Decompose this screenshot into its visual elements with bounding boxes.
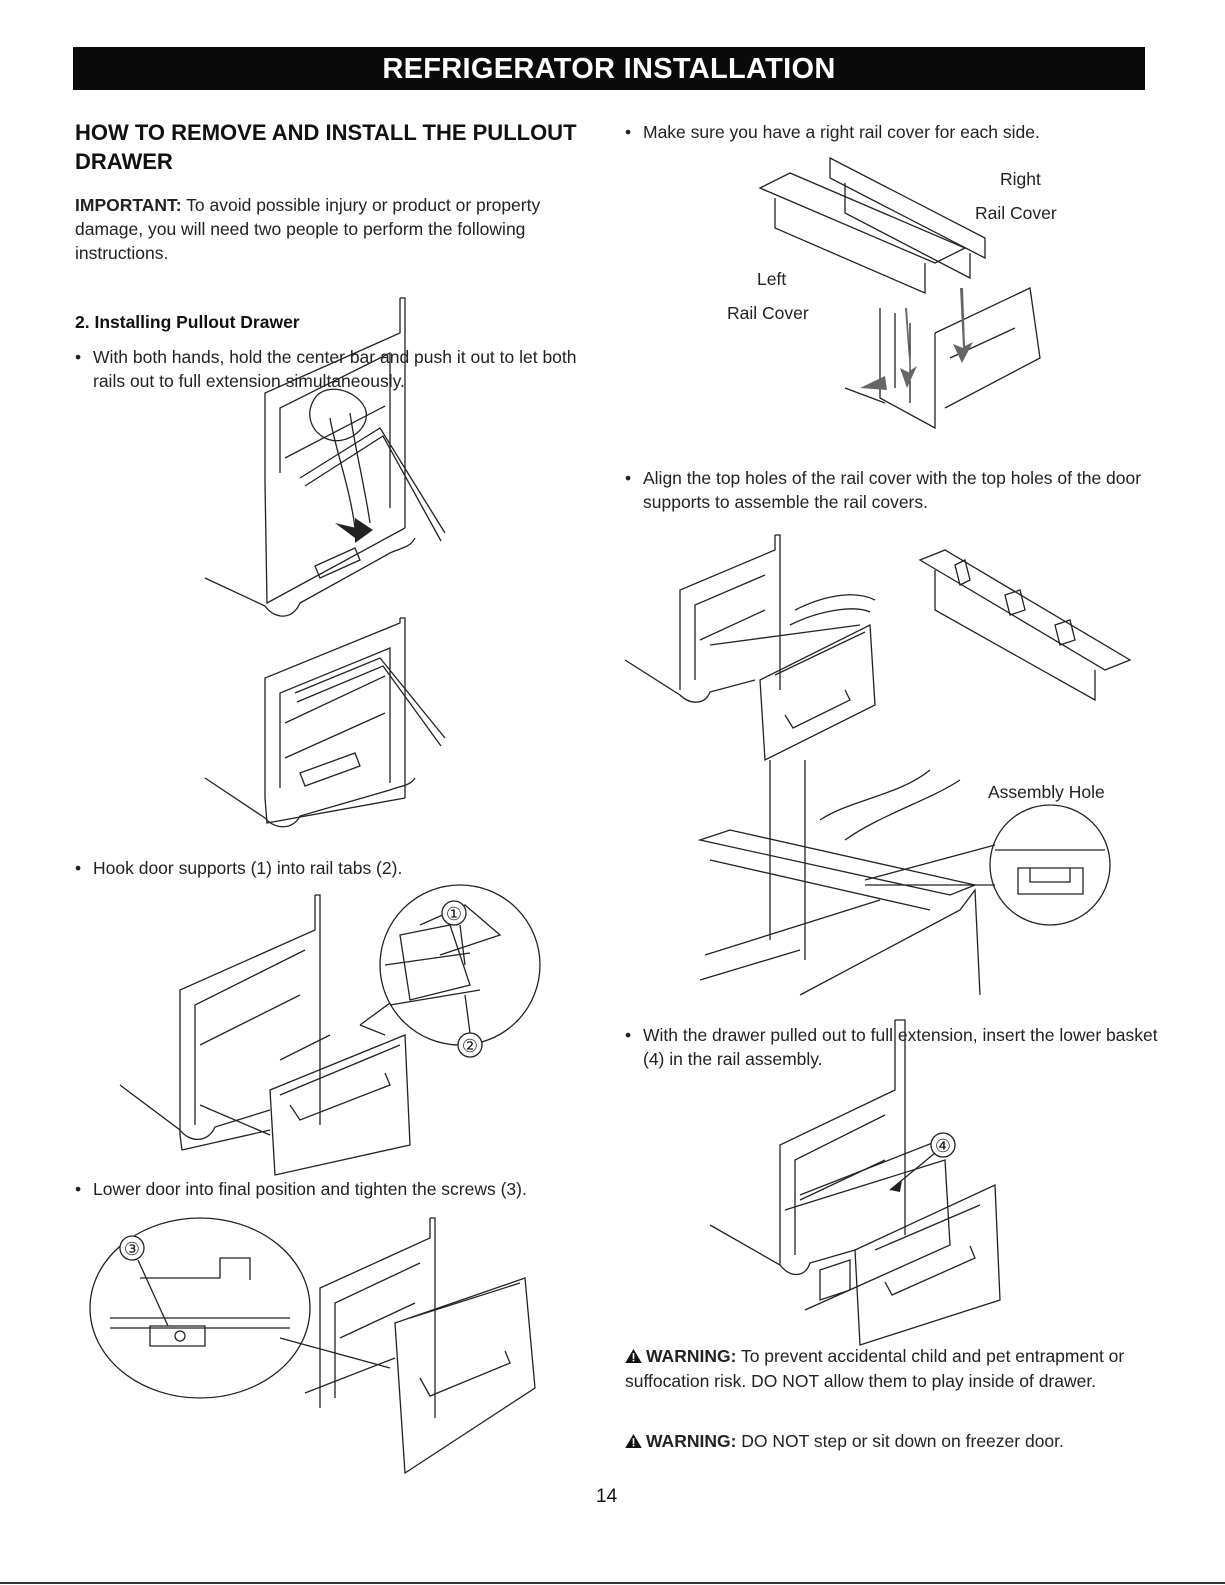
figure-hook-door-supports: ① ② <box>120 895 550 1185</box>
figure-rails-extended <box>205 618 465 848</box>
warning-label: WARNING: <box>646 1431 737 1451</box>
page-number: 14 <box>596 1486 618 1507</box>
warning-step: WARNING: DO NOT step or sit down on free… <box>625 1429 1145 1454</box>
bullet-extend-rails: With both hands, hold the center bar and… <box>75 345 603 393</box>
warning-entrapment: WARNING: To prevent accidental child and… <box>625 1344 1145 1394</box>
warning-text: DO NOT step or sit down on freezer door. <box>741 1431 1064 1451</box>
bullet-align-holes: Align the top holes of the rail cover wi… <box>625 466 1158 514</box>
warning-triangle-icon <box>625 1434 642 1448</box>
warning-text: To prevent accidental child and pet entr… <box>625 1346 1125 1391</box>
figure-assembly-hole <box>700 760 1120 1000</box>
important-label: IMPORTANT: <box>75 195 182 215</box>
page-banner: REFRIGERATOR INSTALLATION <box>73 47 1145 90</box>
bullet-lower-door: Lower door into final position and tight… <box>75 1177 613 1201</box>
warning-label: WARNING: <box>646 1346 737 1366</box>
bottom-rule <box>0 1582 1225 1584</box>
callout-2: ② <box>462 1036 478 1056</box>
figure-lower-basket: ④ <box>710 1020 1005 1350</box>
figure-align-rail-cover <box>625 530 1145 765</box>
warning-triangle-icon <box>625 1349 642 1363</box>
figure-rail-covers <box>745 158 1045 443</box>
label-left-2: Rail Cover <box>727 303 809 323</box>
label-assembly-hole: Assembly Hole <box>988 782 1105 802</box>
figure-tighten-screws: ③ <box>110 1218 550 1483</box>
label-left-1: Left <box>757 269 787 289</box>
callout-4: ④ <box>935 1136 951 1156</box>
bullet-insert-basket: With the drawer pulled out to full exten… <box>625 1023 1158 1071</box>
callout-3: ③ <box>124 1239 140 1259</box>
label-right-2: Rail Cover <box>975 203 1057 223</box>
figure-pull-center-bar <box>205 298 465 628</box>
section-heading: HOW TO REMOVE AND INSTALL THE PULLOUT DR… <box>75 120 577 174</box>
label-right-1: Right <box>1000 169 1041 189</box>
bullet-right-rail-cover: Make sure you have a right rail cover fo… <box>625 120 1163 144</box>
step-title: 2. Installing Pullout Drawer <box>75 312 300 332</box>
important-note: IMPORTANT: To avoid possible injury or p… <box>75 193 595 265</box>
important-text: To avoid possible injury or product or p… <box>75 195 541 263</box>
callout-1: ① <box>446 904 462 924</box>
bullet-hook-supports: Hook door supports (1) into rail tabs (2… <box>75 856 603 880</box>
